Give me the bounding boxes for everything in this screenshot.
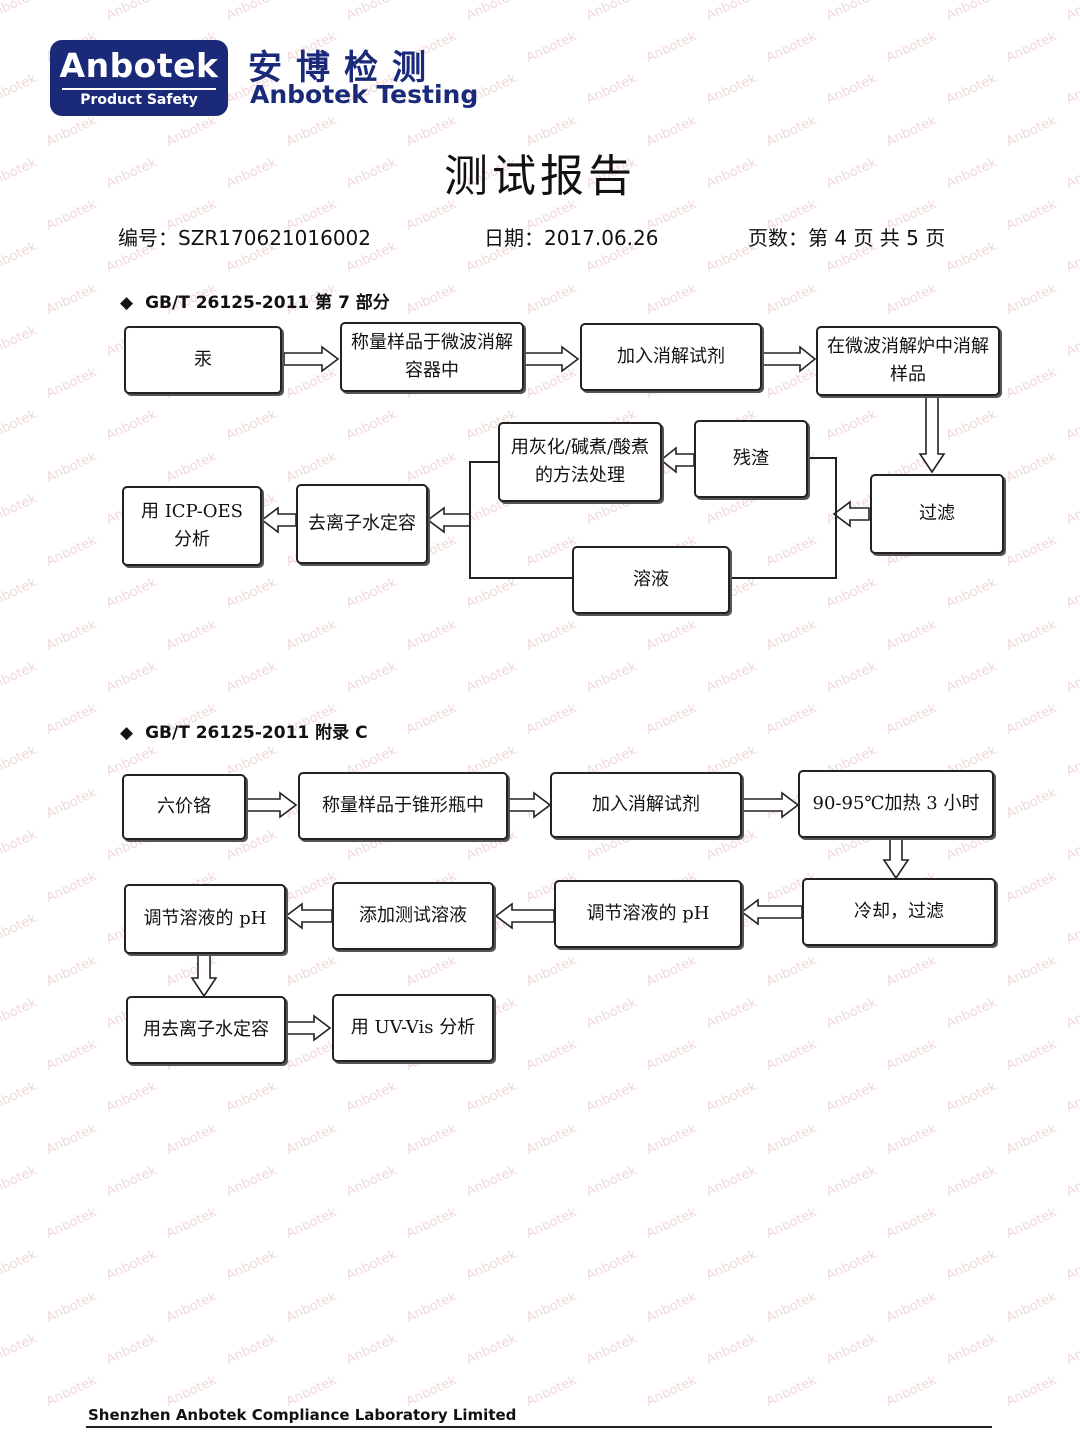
- node-uv-vis: 用 UV-Vis 分析: [332, 994, 494, 1062]
- report-page: 页数：第 4 页 共 5 页: [748, 226, 946, 250]
- node-add-reagent-2: 加入消解试剂: [550, 772, 742, 838]
- node-mercury: 汞: [124, 326, 282, 394]
- arrow-down: [882, 837, 910, 880]
- node-weigh-microwave: 称量样品于微波消解容器中: [340, 322, 524, 392]
- node-cool-filter: 冷却，过滤: [802, 878, 996, 946]
- arrow-left: [832, 500, 870, 528]
- arrow-left: [260, 506, 297, 534]
- logo-main-text: Anbotek: [59, 46, 219, 85]
- logo-sub-text: Product Safety: [80, 92, 198, 108]
- node-adjust-ph-1: 调节溶液的 pH: [554, 880, 742, 948]
- arrow-right: [761, 345, 817, 373]
- arrow-left: [740, 898, 803, 926]
- logo-divider: [62, 88, 216, 90]
- node-hexavalent-chromium: 六价铬: [122, 774, 246, 840]
- report-title: 测试报告: [444, 151, 636, 202]
- arrow-right: [245, 791, 298, 819]
- diamond-bullet-icon: ◆: [120, 723, 134, 743]
- brand-chinese-name: 安博检测: [248, 48, 440, 88]
- node-ash-treatment: 用灰化/碱煮/酸煮的方法处理: [498, 422, 662, 502]
- brand-english-name: Anbotek Testing: [250, 80, 479, 109]
- arrow-left: [494, 902, 555, 930]
- footer-company: Shenzhen Anbotek Compliance Laboratory L…: [88, 1406, 517, 1424]
- report-date: 日期：2017.06.26: [484, 226, 659, 250]
- node-microwave-digest: 在微波消解炉中消解样品: [816, 326, 1000, 396]
- loop-line-bottom: [730, 514, 837, 579]
- anbotek-logo: Anbotek Product Safety: [50, 40, 228, 116]
- node-filter: 过滤: [870, 474, 1004, 554]
- node-adjust-ph-2: 调节溶液的 pH: [124, 884, 286, 954]
- node-icp-oes: 用 ICP-OES 分析: [122, 486, 262, 566]
- footer-rule: [86, 1426, 992, 1428]
- arrow-right: [507, 791, 552, 819]
- arrow-down: [918, 395, 946, 474]
- node-solution: 溶液: [572, 546, 730, 614]
- node-dilute-2: 用去离子水定容: [126, 996, 286, 1064]
- arrow-right: [523, 345, 580, 373]
- loop-line-top: [808, 457, 837, 514]
- node-residue: 残渣: [694, 420, 808, 498]
- arrow-down: [190, 953, 218, 998]
- node-heat: 90-95℃加热 3 小时: [798, 770, 994, 838]
- section1-heading: ◆ GB/T 26125-2011 第 7 部分: [120, 288, 390, 313]
- loop-line-left: [469, 461, 572, 579]
- arrow-right: [283, 345, 340, 373]
- arrow-left: [659, 446, 695, 474]
- node-add-reagent: 加入消解试剂: [580, 323, 762, 391]
- node-dilute-deionized: 去离子水定容: [296, 484, 428, 564]
- arrow-left: [426, 506, 471, 534]
- diamond-bullet-icon: ◆: [120, 293, 134, 313]
- arrow-right: [741, 791, 800, 819]
- node-weigh-flask: 称量样品于锥形瓶中: [298, 772, 508, 840]
- section2-heading-text: GB/T 26125-2011 附录 C: [145, 723, 368, 743]
- node-add-test-solution: 添加测试溶液: [332, 882, 494, 950]
- arrow-right: [285, 1014, 332, 1042]
- section1-heading-text: GB/T 26125-2011 第 7 部分: [145, 293, 390, 313]
- arrow-left: [284, 902, 333, 930]
- report-number: 编号：SZR170621016002: [118, 226, 371, 250]
- section2-heading: ◆ GB/T 26125-2011 附录 C: [120, 718, 368, 743]
